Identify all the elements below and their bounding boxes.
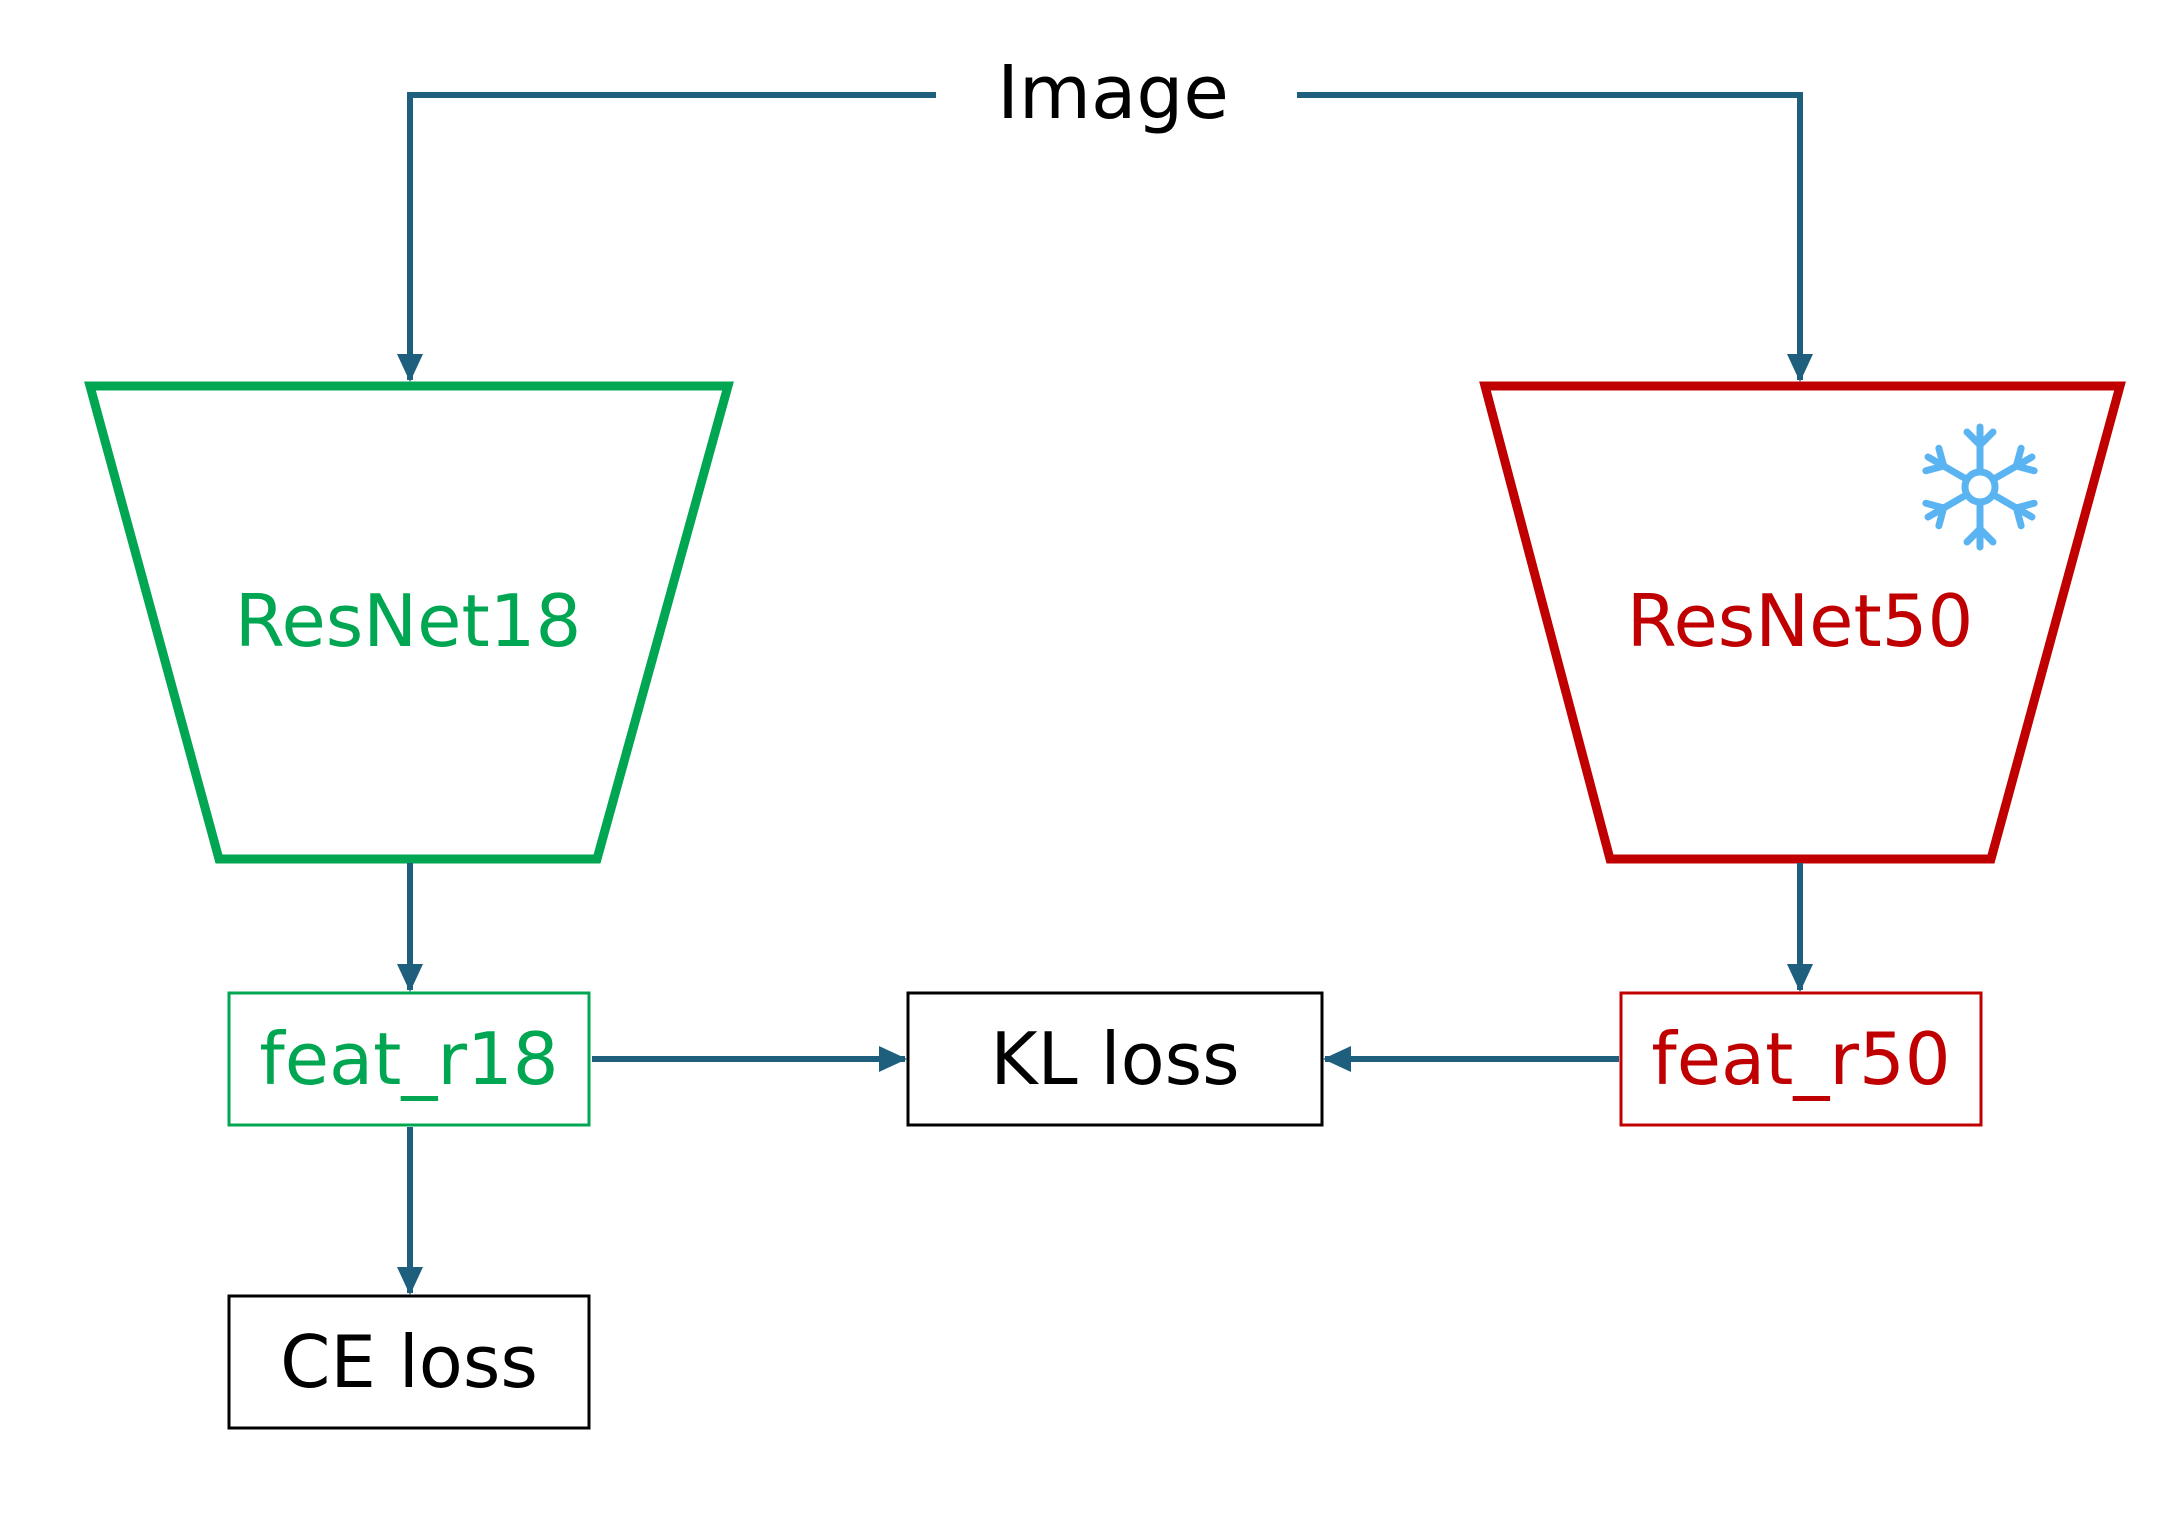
image-to-resnet50-connector <box>1297 92 1813 382</box>
image-to-resnet18-connector <box>397 92 936 382</box>
feat-r50-box: feat_r50 <box>1619 991 1983 1127</box>
feat-r50-label: feat_r50 <box>1651 1017 1950 1101</box>
resnet18-block: ResNet18 <box>84 381 734 864</box>
resnet50-label: ResNet50 <box>1627 579 1974 663</box>
resnet50-block: ResNet50 <box>1479 381 2126 864</box>
feat-r18-box: feat_r18 <box>227 991 591 1127</box>
resnet18-label: ResNet18 <box>235 579 582 663</box>
ce-loss-box: CE loss <box>227 1294 591 1430</box>
kl-loss-label: KL loss <box>990 1017 1239 1101</box>
image-label: Image <box>997 50 1229 136</box>
snowflake-icon <box>1922 423 2038 551</box>
feat-r18-label: feat_r18 <box>259 1017 558 1101</box>
kl-loss-box: KL loss <box>906 991 1324 1127</box>
ce-loss-label: CE loss <box>280 1320 538 1404</box>
